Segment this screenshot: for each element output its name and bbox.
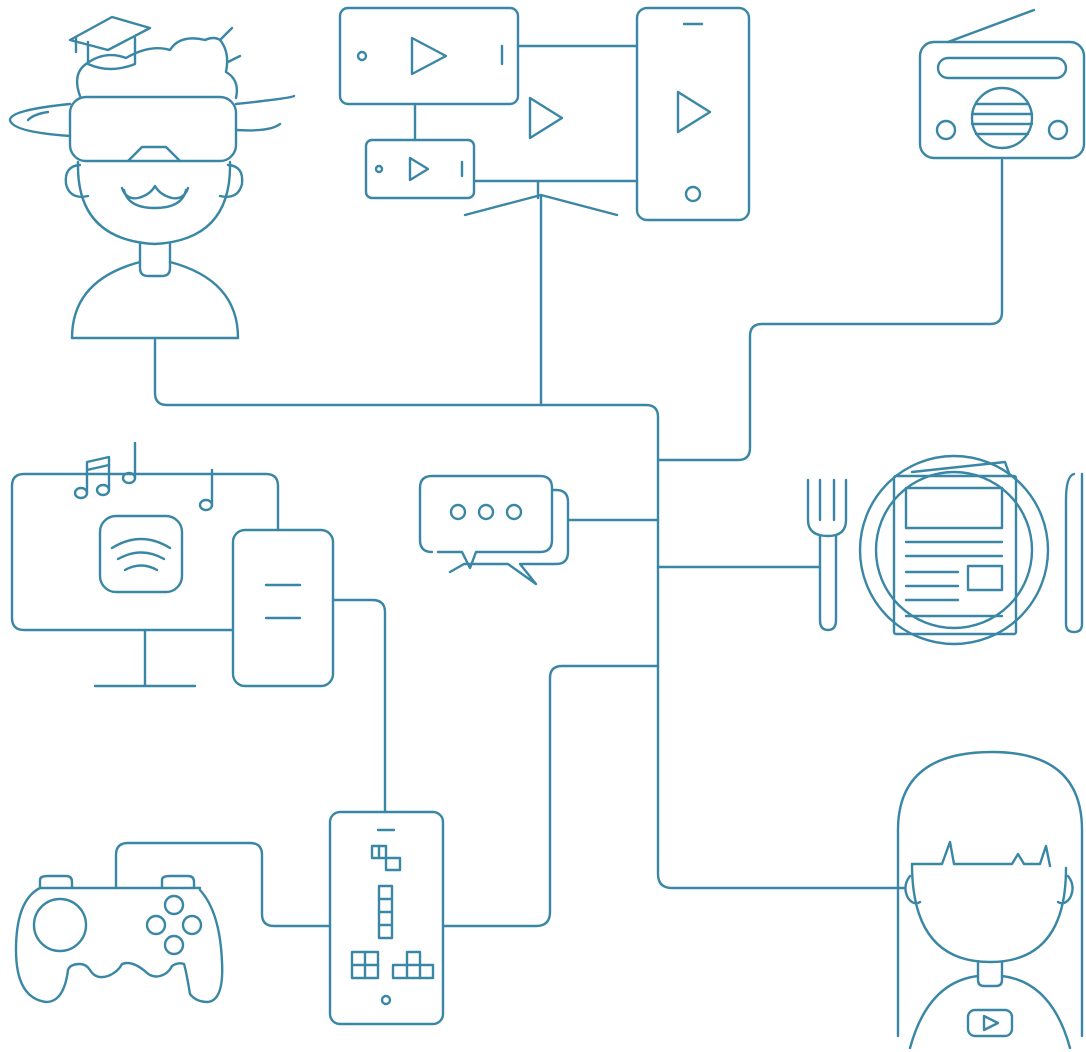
vr-student-icon <box>10 17 294 338</box>
network-connectors <box>116 46 1002 926</box>
mobile-game-icon <box>330 812 443 1024</box>
music-streaming-icon <box>12 443 333 686</box>
girl-video-viewer-icon <box>898 752 1082 1048</box>
newspaper-plate-icon <box>808 456 1082 644</box>
chat-bubble-icon <box>420 476 568 584</box>
video-devices-icon <box>340 8 749 220</box>
game-controller-icon <box>16 876 222 1002</box>
radio-icon <box>920 10 1084 158</box>
